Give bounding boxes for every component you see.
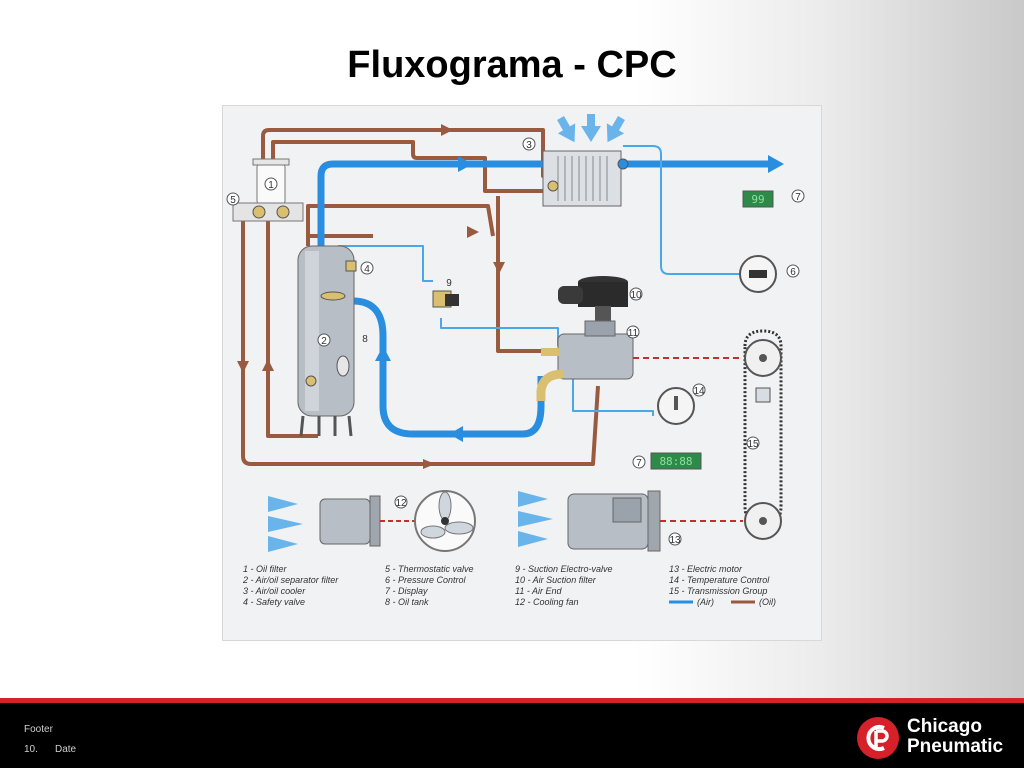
flow-diagram-svg: 1 - Oil filter 2 - Air/oil separator fil…: [226, 114, 805, 607]
callout-number: 14: [693, 386, 705, 397]
legend-item: 10 - Air Suction filter: [515, 575, 597, 585]
brand-name: Chicago Pneumatic: [907, 717, 1003, 757]
air-oil-cooler: [522, 137, 629, 207]
air-arrows: [375, 155, 784, 442]
oil-filter: [226, 158, 304, 222]
legend-item: 11 - Air End: [515, 586, 563, 596]
callout-number: 13: [669, 535, 681, 546]
pressure-control: [739, 255, 800, 293]
callout-number: 11: [628, 328, 639, 339]
separator-tank: [297, 245, 374, 437]
legend-item: 5 - Thermostatic valve: [385, 564, 474, 574]
page-number: 10.: [24, 744, 38, 755]
legend-item: 8 - Oil tank: [385, 597, 429, 607]
legend-item: 3 - Air/oil cooler: [243, 586, 306, 596]
legend-item: 4 - Safety valve: [243, 597, 305, 607]
legend-item: 2 - Air/oil separator filter: [242, 575, 339, 585]
callout-numbers: 1 2 3 4 5 6 7 7 8 9 10 11 12 13 14 15: [230, 140, 801, 546]
cooler-exhaust-arrows: [557, 114, 625, 143]
oil-arrows: [237, 124, 505, 469]
brand-line-2: Pneumatic: [907, 736, 1004, 757]
cp-logo-icon: [857, 717, 899, 759]
suction-electro-valve: [432, 290, 459, 308]
legend-item: 1 - Oil filter: [243, 564, 288, 574]
callout-number: 8: [362, 334, 368, 345]
legend-air-label: (Air): [697, 597, 714, 607]
display-top-value: 99: [751, 193, 764, 206]
legend: 1 - Oil filter 2 - Air/oil separator fil…: [242, 564, 776, 607]
legend-item: 7 - Display: [385, 586, 428, 596]
temperature-control: [657, 383, 706, 425]
brand-line-1: Chicago: [907, 716, 982, 737]
callout-number: 5: [230, 195, 236, 206]
callout-number: 12: [395, 498, 407, 509]
callout-number: 3: [526, 140, 532, 151]
air-suction-filter: [558, 276, 643, 326]
electric-motor: [518, 490, 743, 552]
legend-item: 13 - Electric motor: [669, 564, 743, 574]
footer-bar: [0, 703, 1024, 768]
legend-oil-label: (Oil): [759, 597, 776, 607]
footer-accent-line: [0, 698, 1024, 703]
callout-number: 2: [321, 336, 327, 347]
footer-date: Date: [55, 744, 77, 755]
callout-number: 10: [630, 290, 642, 301]
flow-diagram: 1 - Oil filter 2 - Air/oil separator fil…: [222, 105, 822, 641]
callout-number: 6: [790, 267, 796, 278]
slide-title: Fluxograma - CPC: [347, 44, 677, 86]
display-bottom: [632, 452, 702, 470]
display-top: [742, 189, 805, 208]
legend-item: 12 - Cooling fan: [515, 597, 579, 607]
chicago-pneumatic-logo: Chicago Pneumatic: [855, 715, 1015, 761]
cooling-fan-assembly: [268, 490, 476, 552]
transmission-group: [743, 329, 783, 540]
legend-item: 6 - Pressure Control: [385, 575, 467, 585]
callout-number: 7: [636, 458, 642, 469]
callout-number: 7: [795, 192, 801, 203]
callout-number: 4: [364, 264, 370, 275]
legend-item: 14 - Temperature Control: [669, 575, 770, 585]
air-end: [536, 320, 743, 401]
callout-number: 1: [268, 180, 274, 191]
callout-number: 9: [446, 278, 452, 289]
callout-number: 15: [747, 439, 759, 450]
footer-text: Footer: [24, 724, 53, 735]
legend-item: 15 - Transmission Group: [669, 586, 767, 596]
display-bottom-value: 88:88: [659, 455, 692, 468]
air-lines: [317, 145, 768, 438]
legend-item: 9 - Suction Electro-valve: [515, 564, 613, 574]
